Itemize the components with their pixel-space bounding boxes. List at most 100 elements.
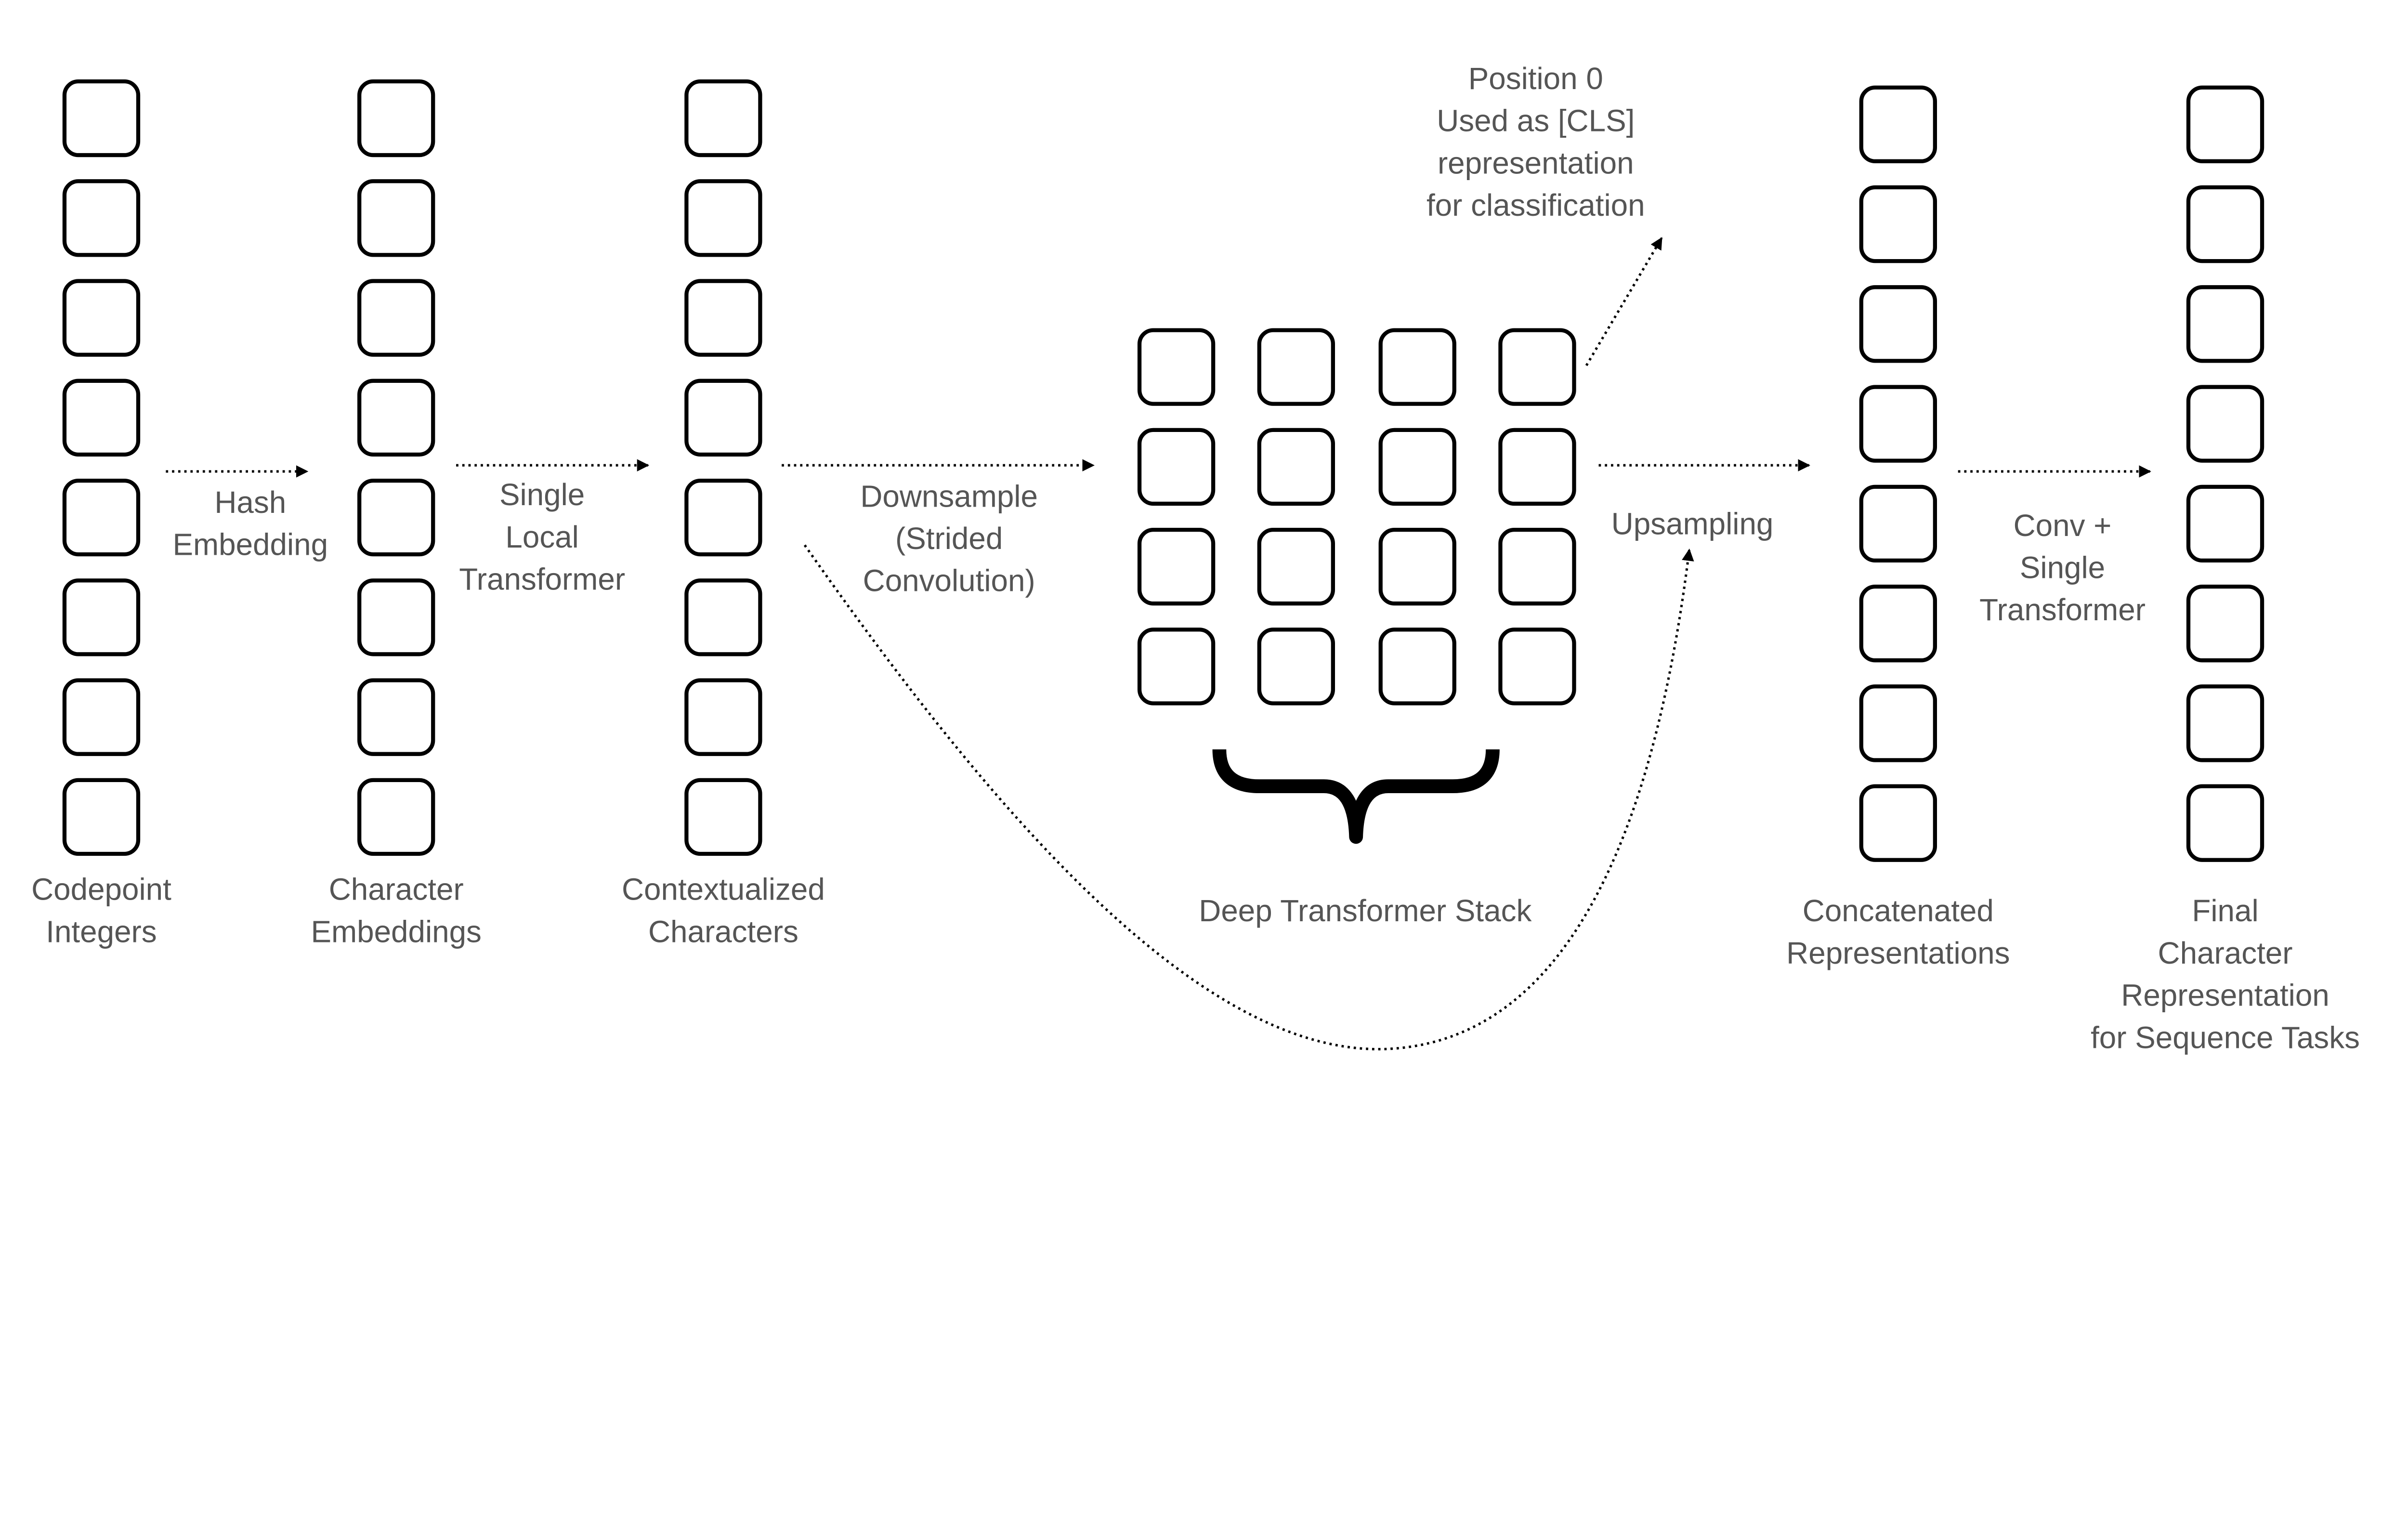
contextualized-character-box (684, 778, 762, 856)
label-line: Deep Transformer Stack (1199, 893, 1531, 928)
concatenated-representation-box (1859, 684, 1937, 762)
character-embedding-box (357, 778, 435, 856)
character-embedding-box (357, 478, 435, 557)
label-line: Convolution) (863, 563, 1035, 598)
label-line: (Strided (895, 521, 1003, 556)
label-line: representation (1438, 145, 1634, 180)
character-embedding-box (357, 79, 435, 157)
label-line: for classification (1426, 188, 1645, 222)
codepoint-integer-box (62, 578, 141, 656)
deep-transformer-box (1137, 527, 1216, 606)
deep-transformer-box (1498, 627, 1576, 706)
concatenated-representation-box (1859, 784, 1937, 862)
deep-transformer-box (1378, 527, 1456, 606)
label-line: Used as [CLS] (1437, 104, 1635, 138)
label-line: Upsampling (1611, 507, 1774, 541)
label-line: Conv + (2014, 508, 2112, 543)
deep-transformer-box (1378, 328, 1456, 406)
final-representation-box (2186, 185, 2264, 263)
deep-transformer-box (1498, 428, 1576, 506)
character-embedding-box (357, 678, 435, 756)
codepoint-integer-box (62, 379, 141, 457)
contextualized-character-box (684, 578, 762, 656)
contextualized-character-box (684, 279, 762, 357)
label-line: Characters (648, 914, 798, 949)
codepoint-integer-box (62, 778, 141, 856)
deep-transformer-box (1137, 428, 1216, 506)
codepoint-integer-box (62, 79, 141, 157)
label-deep-transformer-stack: Deep Transformer Stack (1199, 893, 1531, 928)
deep-transformer-box (1257, 328, 1335, 406)
label-line: Embedding (172, 527, 328, 562)
label-line: Contextualized (622, 872, 825, 907)
contextualized-character-box (684, 179, 762, 257)
label-line: Representations (1786, 936, 2010, 970)
final-representation-box (2186, 484, 2264, 563)
final-representation-box (2186, 784, 2264, 862)
final-representation-box (2186, 584, 2264, 663)
character-embedding-box (357, 578, 435, 656)
label-line: for Sequence Tasks (2091, 1020, 2360, 1055)
label-line: Final (2192, 893, 2258, 928)
concatenated-representation-box (1859, 385, 1937, 463)
character-embedding-box (357, 379, 435, 457)
label-line: Character (2158, 936, 2293, 970)
deep-transformer-box (1257, 627, 1335, 706)
final-representation-box (2186, 85, 2264, 163)
final-representation-box (2186, 285, 2264, 363)
deep-transformer-box (1257, 428, 1335, 506)
final-representation-box (2186, 385, 2264, 463)
character-embedding-box (357, 179, 435, 257)
deep-transformer-box (1137, 328, 1216, 406)
label-line: Downsample (860, 479, 1038, 513)
concatenated-representation-box (1859, 185, 1937, 263)
label-line: Single (499, 477, 585, 512)
brace-icon (1212, 749, 1500, 844)
deep-transformer-box (1378, 428, 1456, 506)
label-upsampling: Upsampling (1611, 507, 1774, 541)
final-representation-box (2186, 684, 2264, 762)
contextualized-character-box (684, 79, 762, 157)
concatenated-representation-box (1859, 484, 1937, 563)
label-line: Character (329, 872, 464, 907)
label-line: Concatenated (1803, 893, 1994, 928)
label-line: Hash (214, 485, 286, 520)
concatenated-representation-box (1859, 85, 1937, 163)
codepoint-integer-box (62, 678, 141, 756)
character-embedding-box (357, 279, 435, 357)
arrow-cls (1585, 237, 1663, 366)
label-line: Representation (2121, 978, 2329, 1013)
deep-transformer-box (1378, 627, 1456, 706)
label-line: Transformer (1979, 592, 2146, 627)
deep-transformer-box (1257, 527, 1335, 606)
arrow-skip-connection (803, 544, 1694, 1051)
deep-transformer-box (1498, 328, 1576, 406)
label-line: Codepoint (31, 872, 171, 907)
label-cls-note: Position 0 Used as [CLS] representation for… (1426, 61, 1645, 222)
deep-transformer-box (1137, 627, 1216, 706)
codepoint-integer-box (62, 478, 141, 557)
concatenated-representation-box (1859, 584, 1937, 663)
label-line: Integers (46, 914, 157, 949)
contextualized-character-box (684, 678, 762, 756)
concatenated-representation-box (1859, 285, 1937, 363)
contextualized-character-box (684, 379, 762, 457)
label-line: Embeddings (311, 914, 481, 949)
codepoint-integer-box (62, 279, 141, 357)
label-line: Position 0 (1468, 61, 1603, 96)
label-line: Single (2020, 550, 2105, 585)
contextualized-character-box (684, 478, 762, 557)
label-line: Transformer (459, 562, 625, 596)
codepoint-integer-box (62, 179, 141, 257)
label-line: Local (505, 520, 578, 554)
